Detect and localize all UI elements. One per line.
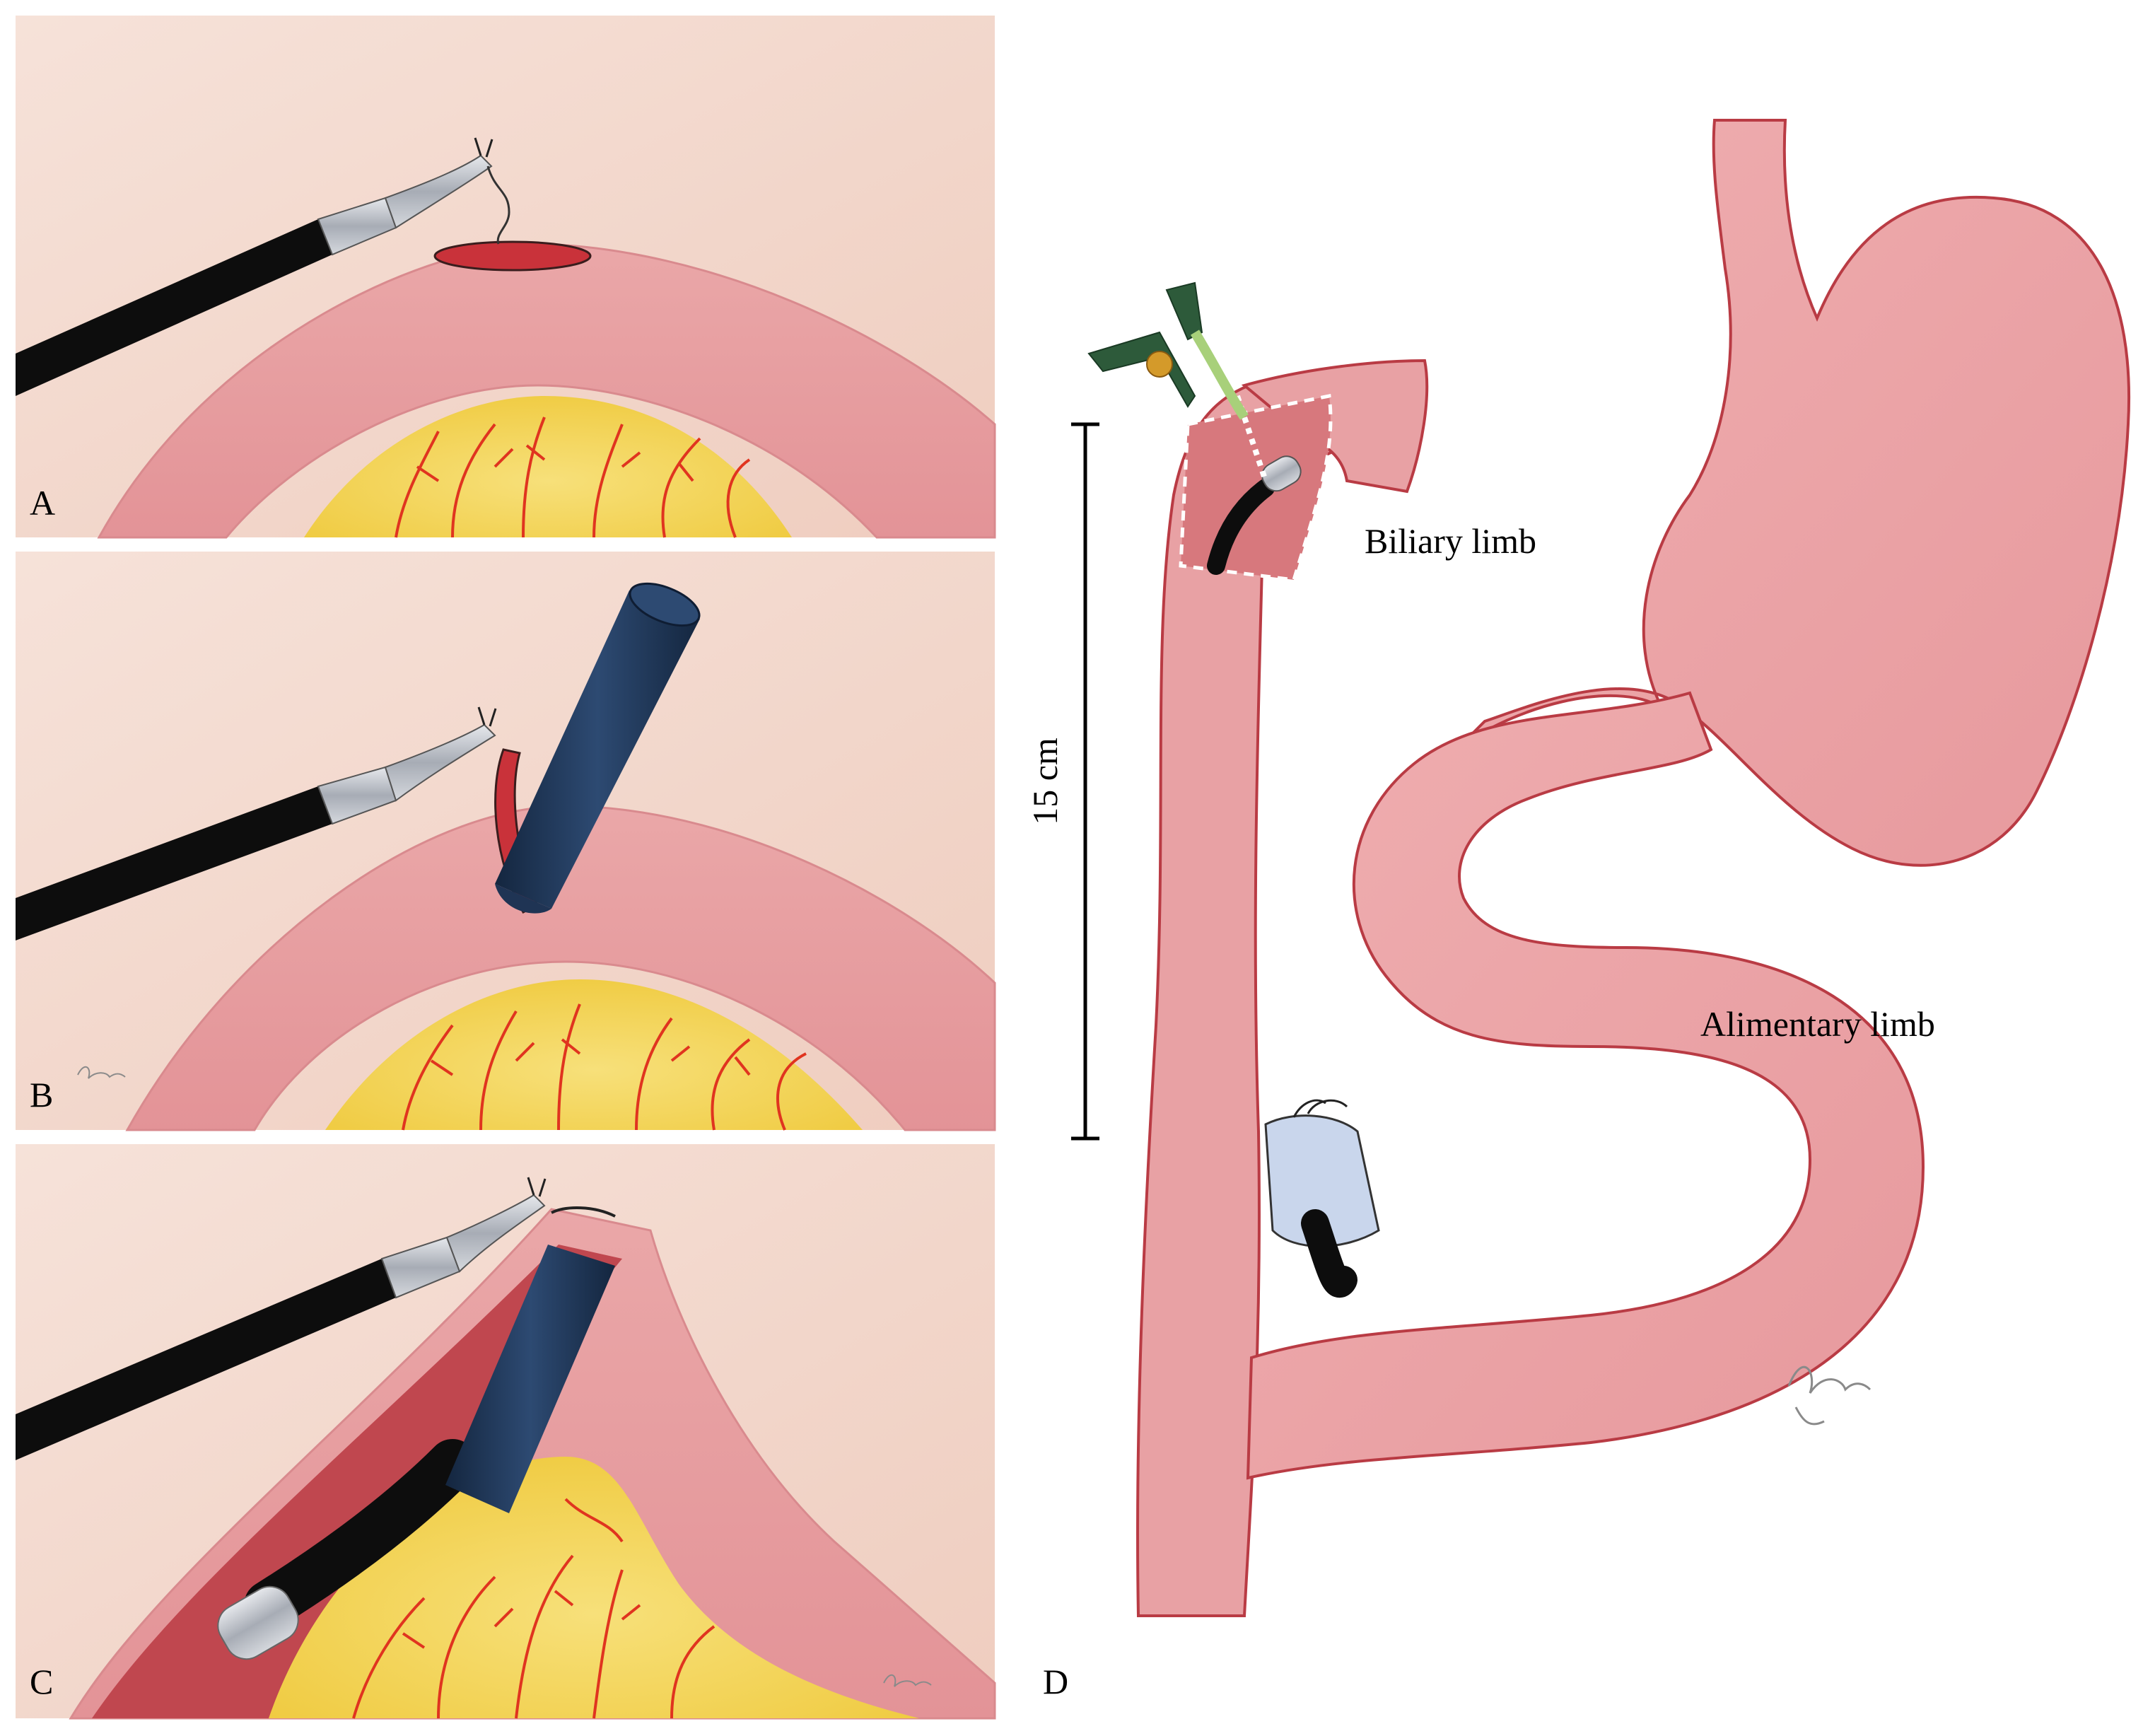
signature-mark bbox=[77, 1066, 126, 1079]
panel-a-mesentery bbox=[304, 396, 792, 537]
stomach bbox=[1455, 119, 2130, 867]
panel-c-lumen bbox=[92, 1245, 622, 1718]
panel-letter-b: B bbox=[30, 1075, 53, 1114]
panel-a-enterotomy bbox=[433, 240, 592, 272]
panel-b-mesentery bbox=[325, 979, 863, 1130]
panel-letter-a: A bbox=[30, 483, 55, 523]
signature-mark bbox=[883, 1674, 932, 1687]
endoscope-icon bbox=[217, 1245, 615, 1660]
laparoscopic-grasper-icon bbox=[16, 137, 494, 396]
stapler-anvil-icon bbox=[1264, 1099, 1380, 1298]
panel-letter-c: C bbox=[30, 1662, 53, 1701]
scale-bar bbox=[1071, 422, 1099, 1141]
laparoscopic-grasper-icon bbox=[16, 706, 497, 940]
panel-b: B bbox=[16, 552, 996, 1131]
panel-c: C bbox=[16, 1144, 996, 1720]
panel-d: 15 cm Biliary limb Alimentary limb D bbox=[1025, 119, 2130, 1701]
panel-a-bowel-wall bbox=[97, 243, 996, 539]
panel-c-mesentery bbox=[269, 1457, 919, 1718]
biliary-limb-open-end bbox=[1241, 359, 1429, 494]
panel-c-vessels bbox=[352, 1498, 716, 1719]
gallbladder-icon bbox=[1087, 281, 1249, 420]
alimentary-limb-label: Alimentary limb bbox=[1700, 1004, 1935, 1044]
suture-icon bbox=[486, 165, 510, 245]
panel-a-vessels bbox=[395, 416, 751, 538]
suture-icon bbox=[551, 1206, 616, 1218]
panel-letter-d: D bbox=[1043, 1662, 1068, 1701]
panel-b-vessels bbox=[402, 1003, 807, 1131]
panel-b-bowel-wall bbox=[125, 805, 996, 1131]
scale-label: 15 cm bbox=[1025, 738, 1065, 825]
alimentary-limb bbox=[1246, 691, 1925, 1480]
endoscope-icon bbox=[495, 582, 701, 914]
laparoscopic-grasper-icon bbox=[16, 1177, 547, 1460]
panel-a: A bbox=[16, 16, 996, 539]
biliary-limb-label: Biliary limb bbox=[1365, 521, 1536, 561]
signature-mark bbox=[1787, 1365, 1872, 1426]
